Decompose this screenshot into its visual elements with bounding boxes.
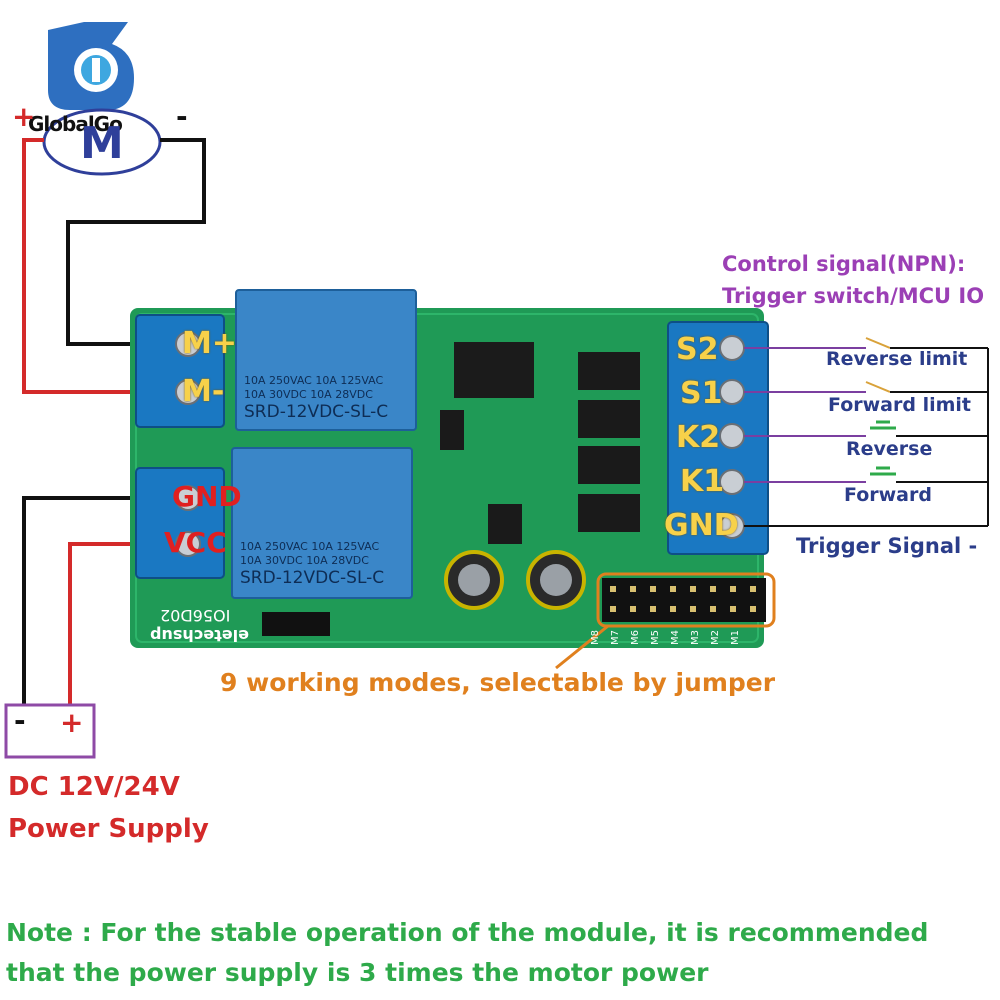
note-line-1: Note : For the stable operation of the m…	[6, 918, 929, 947]
terminal-signal-gnd: GND	[664, 508, 739, 543]
control-signal-header-1: Control signal(NPN):	[722, 252, 966, 276]
control-signal-header-2: Trigger switch/MCU IO	[722, 284, 985, 308]
mode-pin-m8: M8	[590, 630, 601, 645]
note-line-2: that the power supply is 3 times the mot…	[6, 958, 709, 987]
relay1-rating-1: 10A 250VAC 10A 125VAC	[244, 374, 384, 387]
mode-header-highlight	[596, 572, 776, 628]
mode-pin-header	[610, 586, 756, 612]
jumper-modes-note: 9 working modes, selectable by jumper	[220, 668, 776, 697]
power-wire-black	[22, 496, 178, 705]
terminal-gnd: GND	[172, 480, 242, 513]
signal-wires	[744, 347, 866, 483]
relay-module-board	[130, 289, 769, 648]
button-symbols	[870, 420, 896, 476]
terminal-s2: S2	[676, 332, 719, 367]
relay2-rating-1: 10A 250VAC 10A 125VAC	[240, 540, 380, 553]
motor-wire-black	[66, 138, 206, 346]
forward-label: Forward	[844, 484, 932, 506]
terminal-s1: S1	[680, 376, 723, 411]
relay2-model: SRD-12VDC-SL-C	[240, 568, 385, 588]
power-supply-label: Power Supply	[8, 814, 209, 844]
terminal-k1: K1	[680, 464, 725, 499]
mode-pin-m2: M2	[710, 630, 721, 645]
relay2-rating-2: 10A 30VDC 10A 28VDC	[240, 554, 369, 567]
forward-limit-label: Forward limit	[828, 394, 972, 416]
motor-wire-red	[22, 138, 182, 394]
motor-label: M	[80, 118, 124, 169]
mode-pin-m4: M4	[670, 630, 681, 645]
switch-symbols	[865, 337, 891, 393]
relay1-model: SRD-12VDC-SL-C	[244, 402, 389, 422]
trigger-signal-label: Trigger Signal -	[796, 534, 978, 558]
board-model: IO56D02	[160, 606, 231, 625]
terminal-k2: K2	[676, 420, 721, 455]
motor-plus: +	[12, 100, 36, 133]
terminal-vcc: VCC	[164, 526, 227, 559]
power-plus: +	[60, 706, 84, 739]
reverse-limit-label: Reverse limit	[826, 348, 968, 370]
relay1-rating-2: 10A 30VDC 10A 28VDC	[244, 388, 373, 401]
terminal-m-plus: M+	[182, 326, 237, 361]
mode-pin-m3: M3	[690, 630, 701, 645]
power-supply-box	[4, 703, 96, 759]
logo-brand-text: GlobalGo	[28, 112, 123, 136]
reverse-label: Reverse	[846, 438, 933, 460]
mode-pin-m5: M5	[650, 630, 661, 645]
terminal-m-minus: M-	[182, 374, 225, 409]
signal-return-wires	[744, 347, 989, 527]
board-maker: eletechsup	[150, 626, 249, 645]
power-minus: -	[14, 704, 26, 737]
motor-minus: -	[176, 100, 188, 133]
mode-pin-m1: M1	[730, 630, 741, 645]
power-supply-voltage: DC 12V/24V	[8, 772, 180, 802]
globalgo-logo	[48, 22, 134, 110]
mode-pin-m6: M6	[630, 630, 641, 645]
jumper-pointer	[555, 624, 609, 670]
mode-pin-m7: M7	[610, 630, 621, 645]
